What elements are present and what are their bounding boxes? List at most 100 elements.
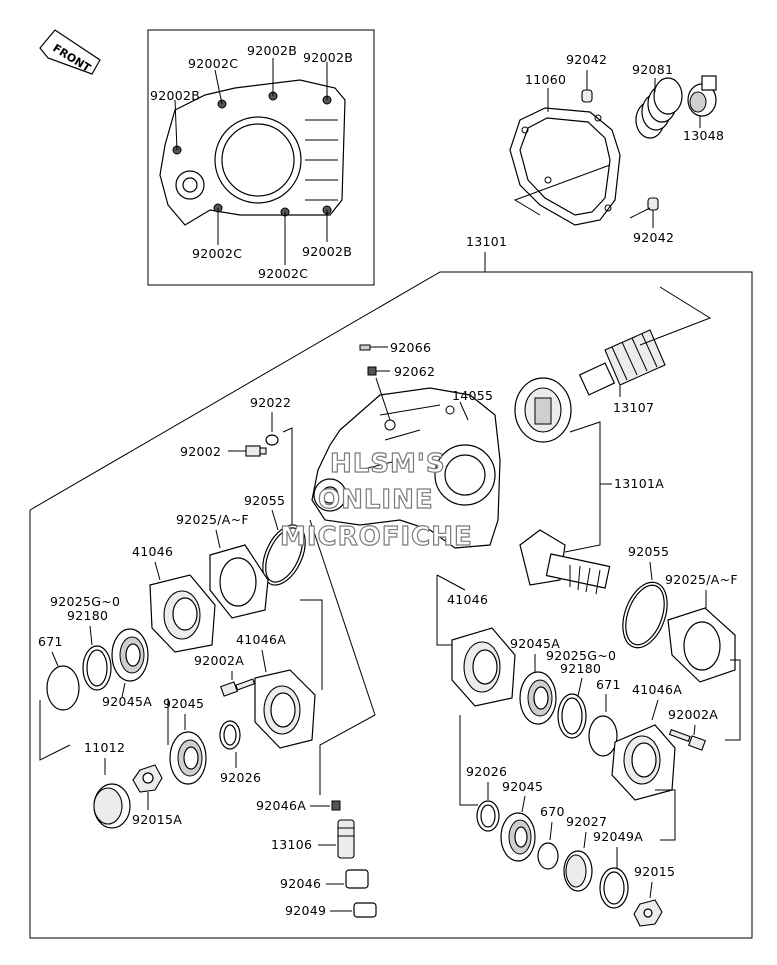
nut-92015A-part: [132, 764, 163, 793]
bearing-92045-right-part: [500, 812, 536, 862]
label-41046-l: 41046: [132, 544, 173, 559]
o-ring-671-left-part: [46, 665, 80, 711]
gasket-92025-right-part: [667, 607, 736, 683]
watermark: HLSM'S ONLINE MICROFICHE: [279, 448, 473, 552]
housing-41046A-right-part: [611, 724, 676, 801]
label-13048: 13048: [683, 128, 724, 143]
label-13106: 13106: [271, 837, 312, 852]
shim-92026-left-part: [219, 720, 241, 750]
label-41046-r: 41046: [447, 592, 488, 607]
label-92066: 92066: [390, 340, 431, 355]
label-92026-r: 92026: [466, 764, 507, 779]
label-92055-r: 92055: [628, 544, 669, 559]
label-41046A-l: 41046A: [236, 632, 286, 647]
shim-92180-right-part: [557, 693, 587, 739]
label-41046A-r: 41046A: [632, 682, 682, 697]
watermark-line-3: MICROFICHE: [280, 522, 473, 552]
washer-92022-part: [265, 434, 279, 446]
shaft-13106-part: [337, 819, 355, 859]
label-670: 670: [540, 804, 565, 819]
label-92042-b: 92042: [633, 230, 674, 245]
label-92055-l: 92055: [244, 493, 285, 508]
label-92025G0-l: 92025G~0: [50, 594, 120, 609]
o-ring-92055-left-part: [262, 524, 306, 586]
label-92002B-c: 92002B: [150, 88, 200, 103]
label-13107: 13107: [613, 400, 654, 415]
label-92081: 92081: [632, 62, 673, 77]
seal-92049A-part: [599, 867, 629, 909]
cap-11012-part: [93, 783, 131, 829]
assembly-outline: [29, 271, 753, 939]
gear-case-part: [311, 387, 501, 549]
label-92002A-l: 92002A: [194, 653, 244, 668]
label-92180-l: 92180: [67, 608, 108, 623]
label-92045-l: 92045: [163, 696, 204, 711]
label-13101: 13101: [466, 234, 507, 249]
label-92042-a: 92042: [566, 52, 607, 67]
label-671-l: 671: [38, 634, 63, 649]
label-92049A: 92049A: [593, 829, 643, 844]
inset-box: [147, 29, 375, 286]
dowel-pin-top-part: [581, 89, 593, 103]
label-92025G0-r: 92025G~0: [546, 648, 616, 663]
label-92002: 92002: [180, 444, 221, 459]
front-arrow-icon: FRONT: [39, 29, 101, 75]
watermark-line-2: ONLINE: [318, 485, 434, 515]
label-92002C-c: 92002C: [258, 266, 308, 281]
label-92002B-b: 92002B: [303, 50, 353, 65]
shim-92180-left-part: [82, 645, 112, 691]
inset-leader-lines: [174, 58, 328, 265]
bearing-92045A-right-part: [519, 671, 557, 725]
ring-gear-part: [514, 377, 572, 443]
bevel-drive-gear-part: [519, 529, 611, 595]
label-11012: 11012: [84, 740, 125, 755]
label-92045A-l: 92045A: [102, 694, 152, 709]
label-92002C-b: 92002C: [192, 246, 242, 261]
label-92002B-d: 92002B: [302, 244, 352, 259]
label-92022: 92022: [250, 395, 291, 410]
bushing-92046-part: [345, 869, 369, 889]
housing-41046A-left-part: [254, 669, 316, 749]
seal-92049-part: [353, 902, 377, 918]
small-plug-92062-part: [367, 366, 377, 376]
label-92026-l: 92026: [220, 770, 261, 785]
bearing-92045A-left-part: [111, 628, 149, 682]
label-92025AF-l: 92025/A~F: [176, 512, 249, 527]
label-92025AF-r: 92025/A~F: [665, 572, 738, 587]
seal-92027-part: [563, 850, 593, 892]
label-92002A-r: 92002A: [668, 707, 718, 722]
small-plug-92066-part: [359, 344, 371, 351]
watermark-line-1: HLSM'S: [330, 449, 446, 479]
bolt-92002A-right-part: [668, 728, 706, 751]
o-ring-670-part: [537, 842, 559, 870]
label-671-r: 671: [596, 677, 621, 692]
bolt-92002-part: [245, 445, 267, 457]
label-11060: 11060: [525, 72, 566, 87]
spring-part: [635, 77, 683, 139]
input-pinion-part: [578, 329, 666, 396]
label-13101A: 13101A: [614, 476, 664, 491]
label-92180-r: 92180: [560, 661, 601, 676]
label-14055: 14055: [452, 388, 493, 403]
label-92046: 92046: [280, 876, 321, 891]
o-ring-92055-right-part: [622, 581, 668, 649]
label-92046A: 92046A: [256, 798, 306, 813]
label-92027: 92027: [566, 814, 607, 829]
bearing-92045-left-part: [169, 731, 207, 785]
label-92015A: 92015A: [132, 812, 182, 827]
gasket-92025-left-part: [209, 544, 269, 619]
label-92049: 92049: [285, 903, 326, 918]
housing-41046-right-part: [451, 627, 516, 707]
pin-92046A-part: [331, 800, 341, 811]
label-92045-r: 92045: [502, 779, 543, 794]
label-92015: 92015: [634, 864, 675, 879]
shim-92026-right-part: [476, 800, 500, 832]
label-92045A-r: 92045A: [510, 636, 560, 651]
bolt-92002A-left-part: [220, 678, 256, 697]
label-92062: 92062: [394, 364, 435, 379]
label-92002B-a: 92002B: [247, 43, 297, 58]
label-92002C-a: 92002C: [188, 56, 238, 71]
cover-gasket-part: [509, 107, 621, 226]
needle-bearing-part: [687, 75, 717, 117]
